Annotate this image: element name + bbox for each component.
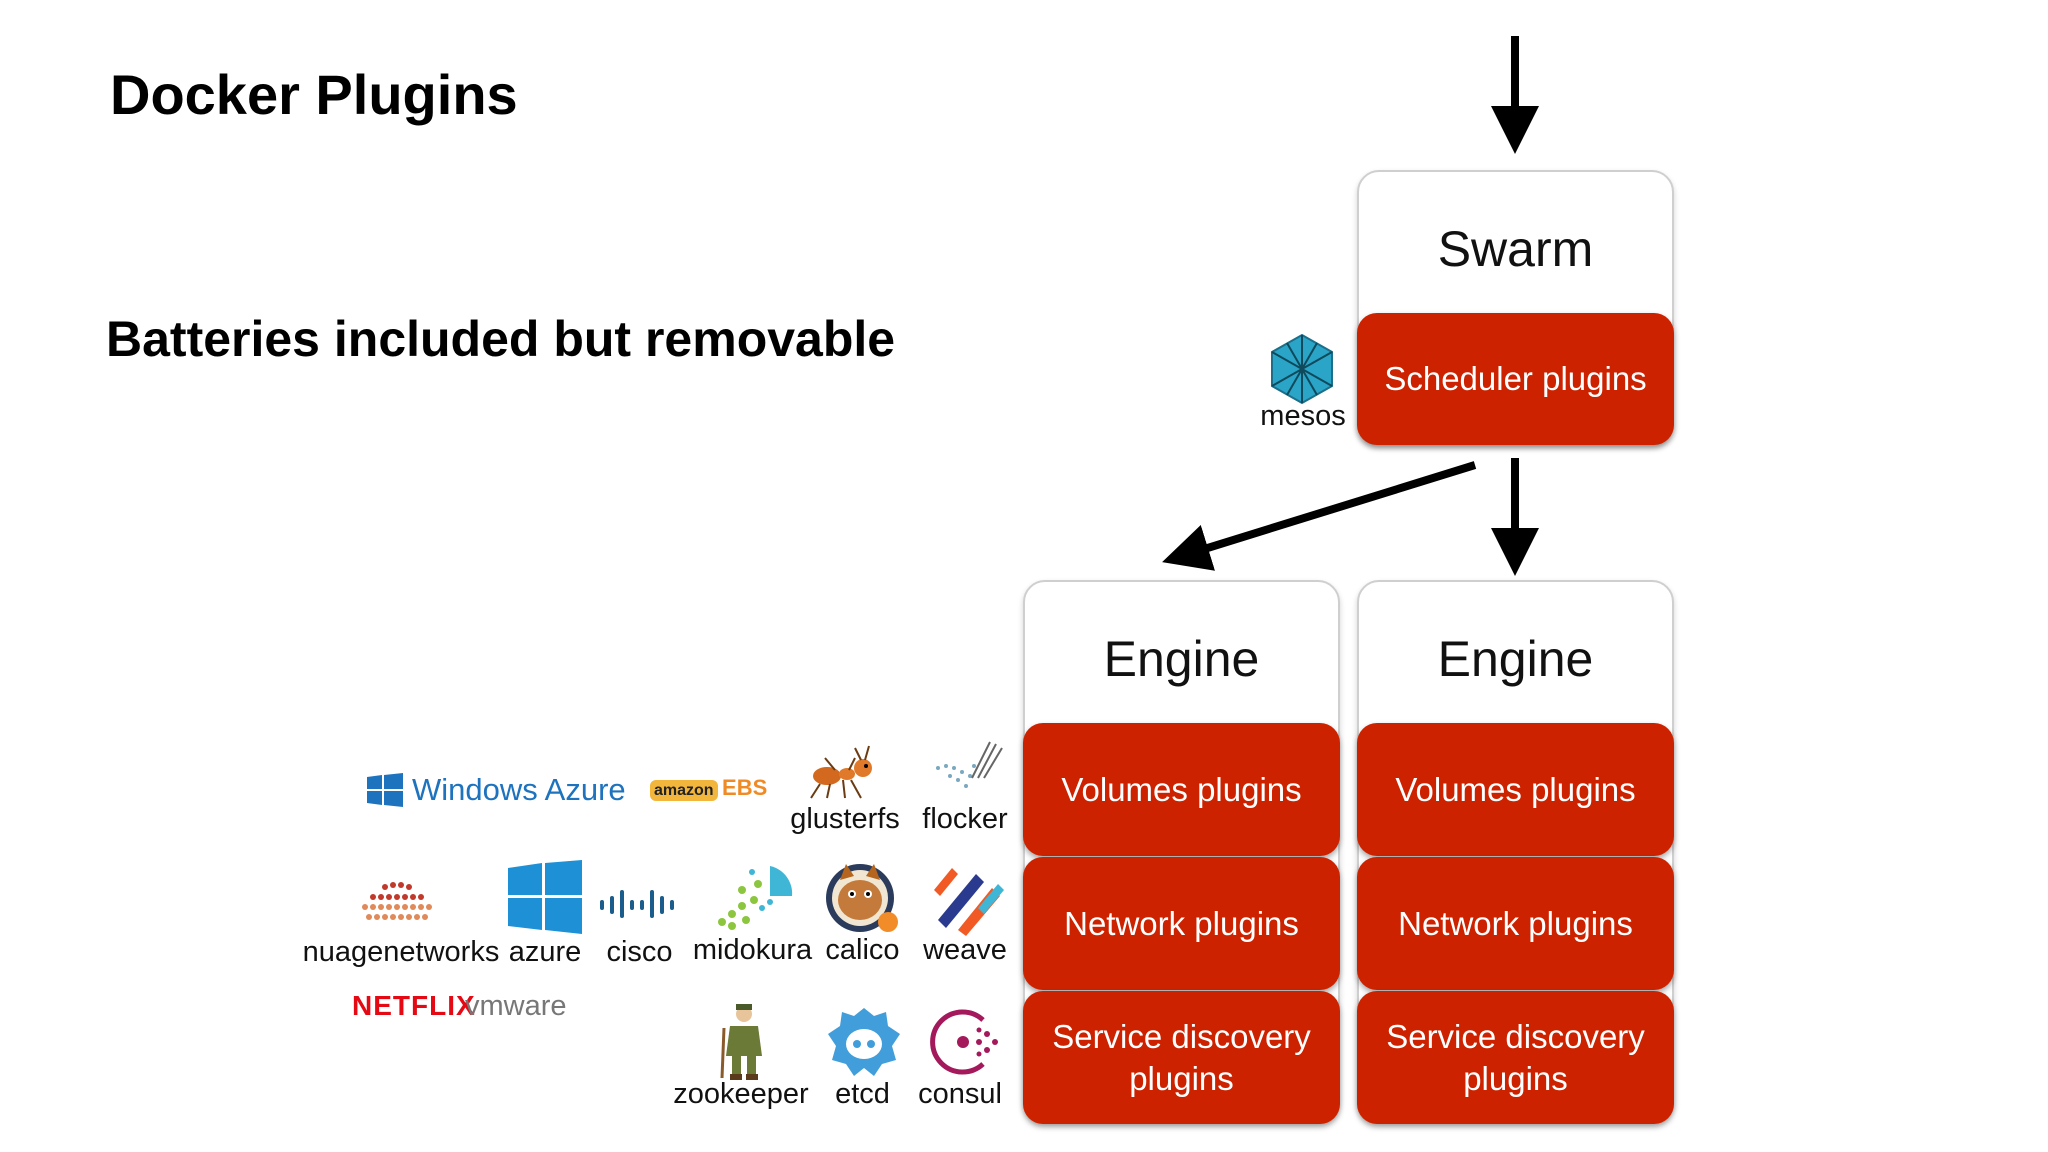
calico-cat-icon [826, 864, 898, 932]
midokura-icon [718, 866, 793, 930]
amazon-label: amazon [650, 780, 718, 801]
consul-label: consul [918, 1078, 1002, 1110]
cisco-icon [600, 890, 674, 918]
azure-windows-icon [508, 860, 582, 934]
arrow-swarm-to-engine-left [1162, 461, 1477, 571]
volumes-plugins-right: Volumes plugins [1357, 723, 1674, 856]
zookeeper-label: zookeeper [673, 1078, 809, 1110]
consul-icon [930, 1009, 998, 1075]
mesos-label: mesos [1260, 400, 1346, 432]
scheduler-plugins: Scheduler plugins [1357, 313, 1674, 445]
network-plugins-left: Network plugins [1023, 857, 1340, 990]
amazon-ebs-logo: amazon EBS [650, 775, 767, 801]
service-discovery-plugins-left: Service discovery plugins [1023, 991, 1340, 1124]
weave-icon [934, 868, 1004, 936]
netflix-label: NETFLIX [352, 990, 476, 1021]
calico-label: calico [825, 934, 900, 966]
zookeeper-icon [720, 1004, 762, 1080]
flocker-label: flocker [922, 803, 1008, 835]
vmware-label: vmware [465, 990, 567, 1022]
cisco-label: cisco [606, 936, 673, 968]
page-subtitle: Batteries included but removable [106, 311, 896, 367]
weave-label: weave [923, 934, 1007, 966]
mesos-icon [1271, 333, 1333, 405]
etcd-label: etcd [835, 1078, 890, 1110]
volumes-plugins-left: Volumes plugins [1023, 723, 1340, 856]
service-discovery-plugins-right: Service discovery plugins [1357, 991, 1674, 1124]
azure-label: azure [508, 936, 582, 968]
flocker-icon [936, 741, 1003, 788]
nuagenetworks-label: nuagenetworks [302, 936, 500, 968]
engine-title-left: Engine [1103, 631, 1260, 687]
glusterfs-label: glusterfs [790, 803, 900, 835]
glusterfs-ant-icon [810, 745, 872, 799]
windows-azure-label: Windows Azure [412, 772, 626, 807]
nuagenetworks-cloud-icon [362, 882, 432, 920]
page-title: Docker Plugins [110, 63, 518, 126]
ebs-label: EBS [722, 775, 768, 800]
windows-flag-icon [367, 773, 403, 807]
etcd-icon [828, 1008, 900, 1076]
engine-title-right: Engine [1437, 631, 1594, 687]
network-plugins-right: Network plugins [1357, 857, 1674, 990]
midokura-label: midokura [692, 934, 813, 966]
swarm-title: Swarm [1437, 221, 1594, 277]
